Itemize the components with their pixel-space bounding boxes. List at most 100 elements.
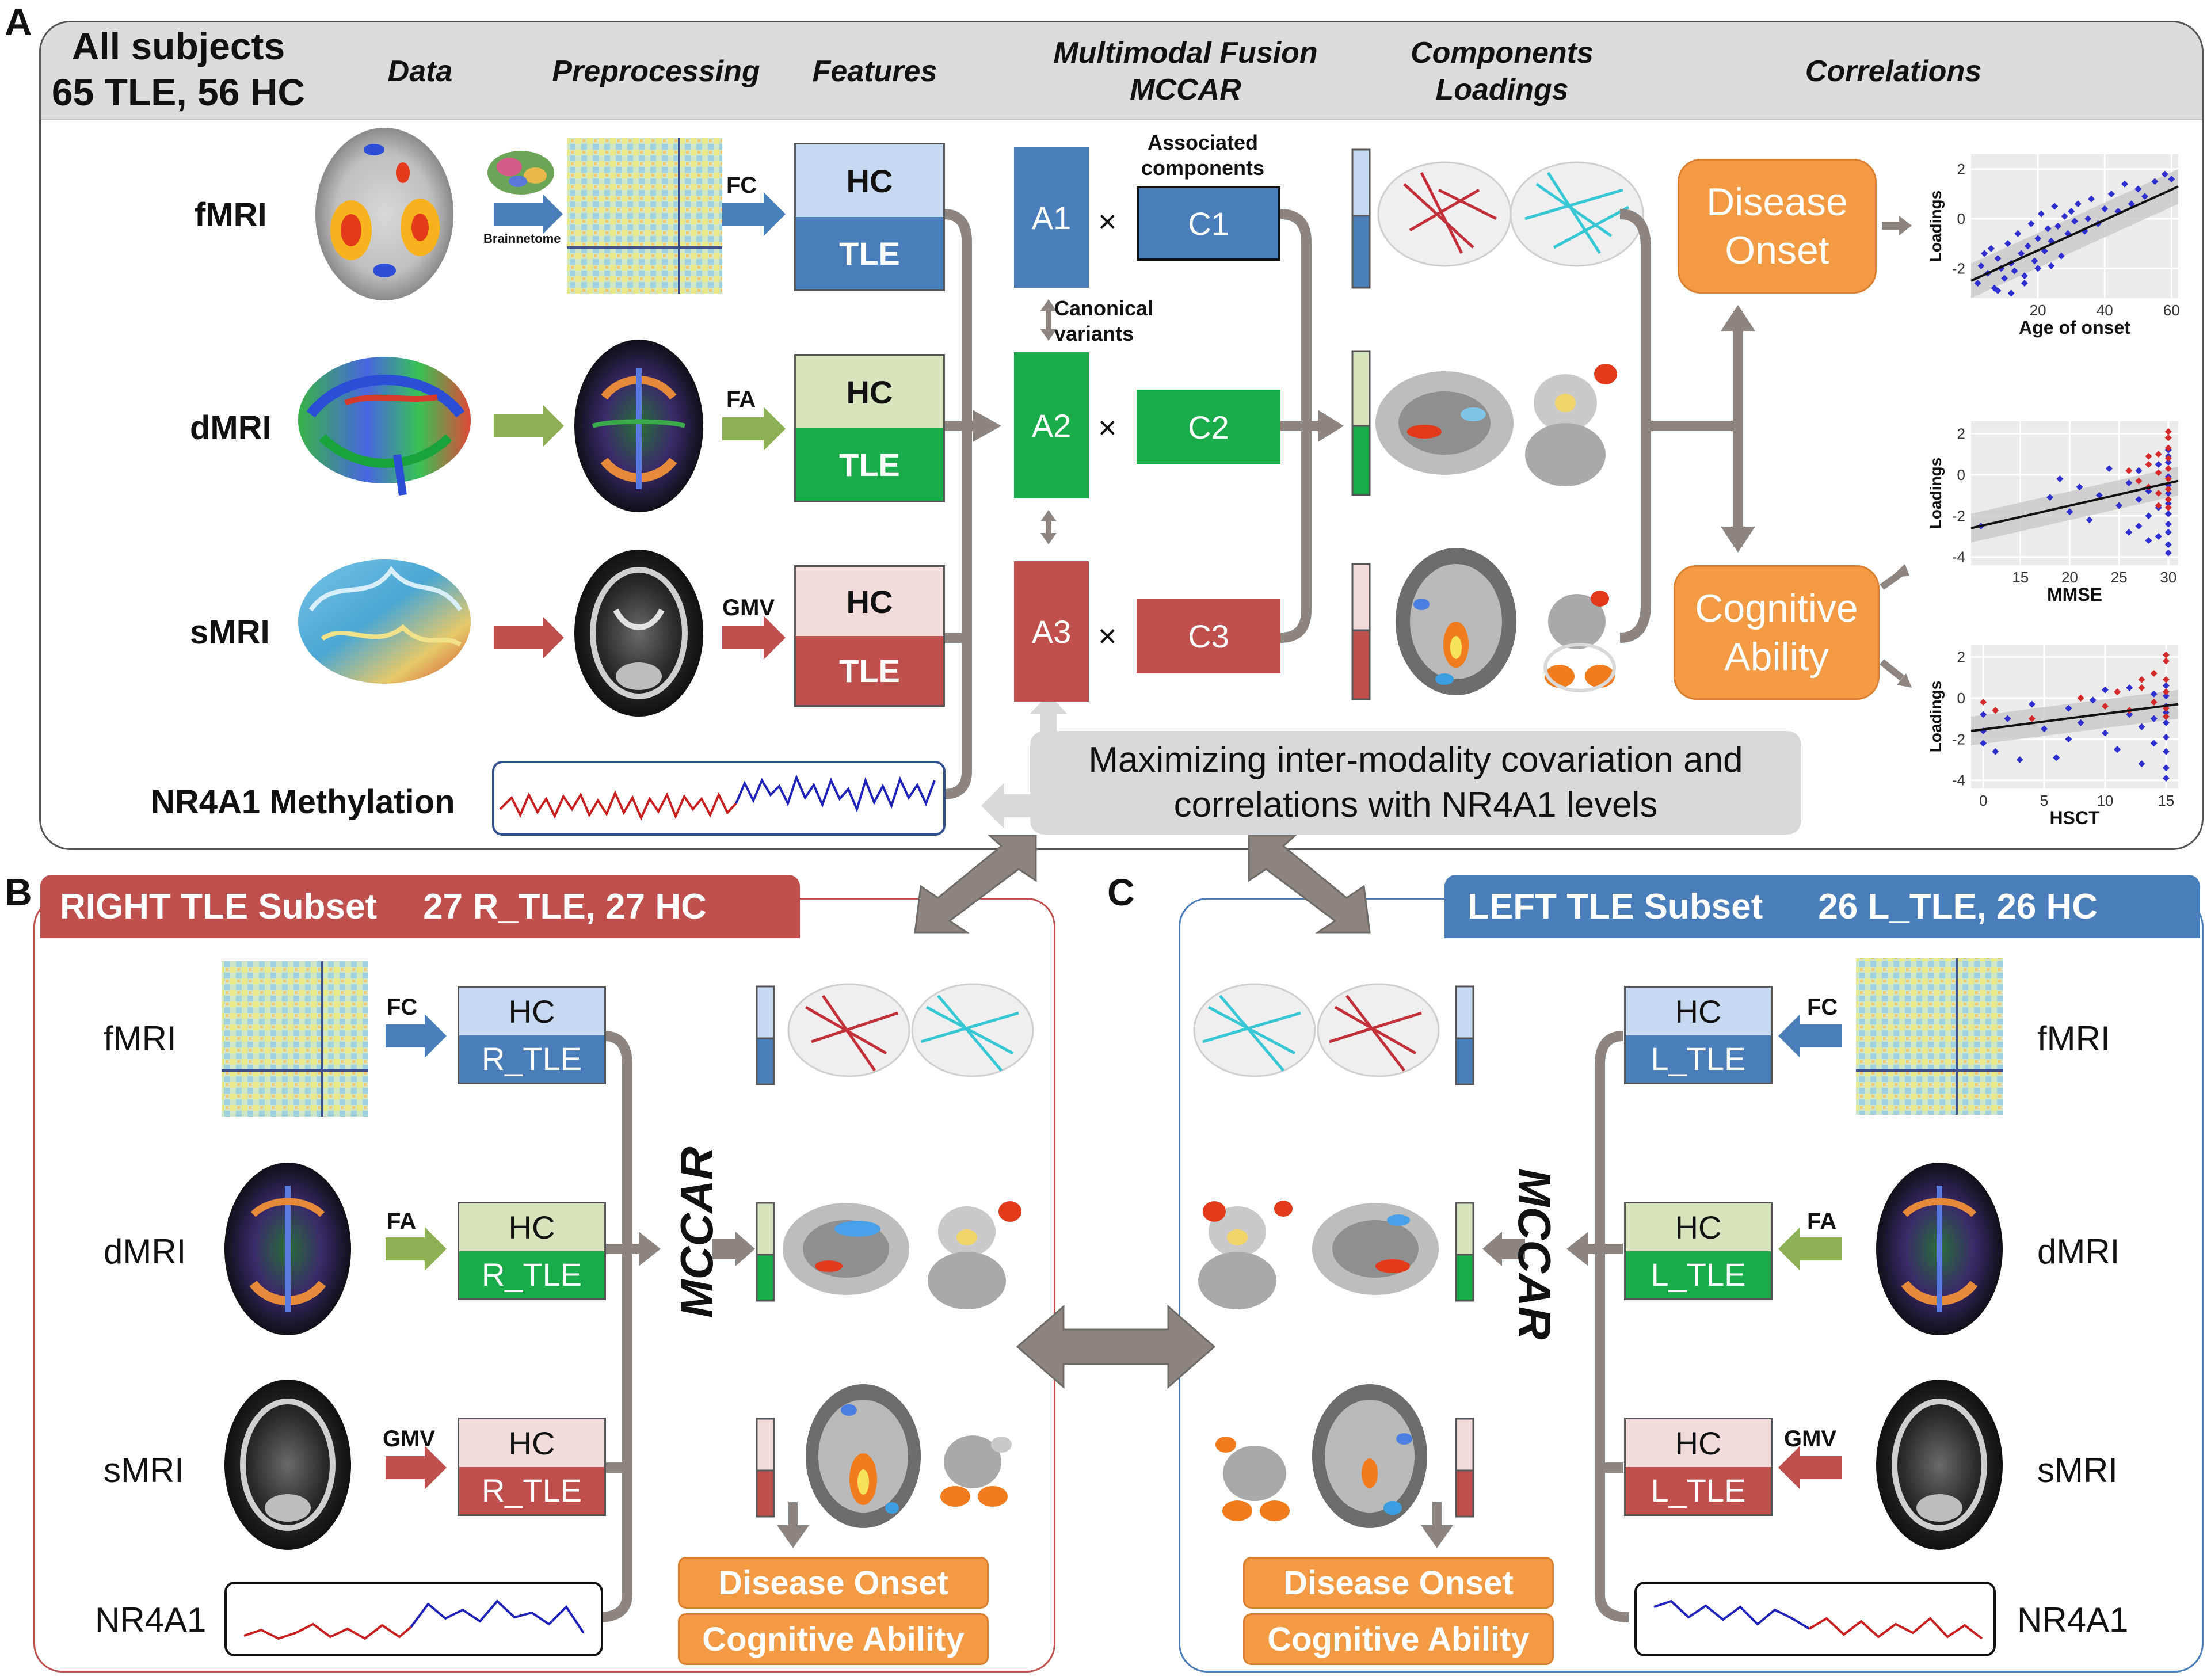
feature-hc-fmri: HC: [796, 144, 943, 217]
b-mccar-arrowhead-in: [639, 1232, 661, 1266]
x-axis-label: Age of onset: [2019, 317, 2130, 338]
data-point: [2135, 467, 2143, 474]
b-feature-tle-smri: R_TLE: [459, 1466, 604, 1514]
data-point: [2145, 452, 2152, 460]
modality-smri: sMRI: [190, 614, 270, 651]
data-point: [2164, 541, 2172, 548]
x-tick-label: 10: [2097, 792, 2113, 809]
data-point: [2135, 477, 2143, 485]
data-point: [2138, 684, 2145, 691]
data-point: [2164, 455, 2172, 462]
b-arrow-fc: [386, 1014, 447, 1058]
data-point: [2064, 230, 2072, 237]
c-arrow-label-fa: FA: [1807, 1209, 1837, 1234]
data-point: [2016, 756, 2023, 763]
trend-line: [1970, 703, 2179, 732]
data-point: [2164, 549, 2172, 557]
y-axis-label: Loadings: [1927, 191, 1945, 262]
b-modality-dmri: dMRI: [104, 1232, 186, 1271]
data-point: [1992, 748, 1999, 755]
c-gmv-component-brains: [1215, 1384, 1427, 1528]
header-fusion-line1: Multimodal Fusion: [1053, 36, 1318, 70]
double-arrow-a-b: [914, 835, 1037, 934]
b-feature-hc-dmri: HC: [459, 1203, 604, 1251]
data-point: [2150, 699, 2158, 706]
modality-dmri: dMRI: [190, 409, 272, 447]
b-feature-box-dmri: HC R_TLE: [458, 1202, 606, 1300]
data-point: [2065, 736, 2072, 743]
data-point: [2125, 467, 2133, 474]
b-gmv-component-brains: [806, 1384, 1012, 1528]
data-point: [2155, 533, 2162, 540]
up-arrowhead-onset: [1721, 305, 1755, 331]
data-point: [2057, 252, 2065, 260]
data-point: [2018, 250, 2025, 257]
data-point: [1980, 711, 1987, 718]
c-arrow-gmv: [1778, 1446, 1842, 1489]
data-point: [2138, 676, 2145, 683]
a2-box: A2: [1014, 352, 1089, 498]
feature-tle-dmri: TLE: [796, 428, 943, 501]
data-point: [2162, 676, 2170, 683]
subjects-line1: All subjects: [71, 25, 285, 67]
fusion-arrowhead: [973, 410, 1001, 442]
a1-box: A1: [1014, 147, 1089, 288]
data-point: [2034, 265, 2042, 272]
y-tick-label: 2: [1957, 648, 1965, 665]
feature-hc-smri: HC: [796, 567, 943, 636]
c-nr4a1-box: [1634, 1582, 1996, 1656]
b-feature-tle-dmri: R_TLE: [459, 1251, 604, 1298]
data-point: [2162, 688, 2170, 696]
data-point: [1977, 262, 1985, 269]
gmv-brain-a: [574, 550, 703, 717]
x-tick-label: 30: [2160, 569, 2176, 586]
panel-b-letter: B: [5, 871, 32, 913]
c-modality-fmri: fMRI: [2037, 1019, 2110, 1058]
data-point: [2164, 500, 2172, 507]
data-point: [2135, 523, 2143, 530]
data-point: [1992, 707, 1999, 714]
canonical-arrow-2: [1040, 510, 1057, 544]
times-1: ×: [1098, 203, 1117, 239]
gmv-brain-c: [1876, 1380, 2003, 1550]
maximizing-box: Maximizing inter-modality covariation an…: [1030, 731, 1801, 835]
y-tick-label: 0: [1957, 689, 1965, 707]
data-point: [2126, 684, 2133, 691]
y-tick-label: -2: [1952, 507, 1965, 524]
data-point: [2054, 223, 2061, 230]
data-point: [2053, 754, 2060, 761]
c-nr4a1-series: [1653, 1599, 1983, 1640]
c-feature-box-smri: HC L_TLE: [1624, 1418, 1773, 1516]
data-point: [2155, 502, 2162, 509]
data-point: [2135, 496, 2143, 503]
cognitive-line2: Ability: [1724, 635, 1829, 679]
fc-network-brains-a: [1377, 161, 1644, 267]
methylation-label: NR4A1 Methylation: [151, 783, 455, 821]
header-components-line1: Components: [1411, 36, 1594, 70]
maximizing-line2: correlations with NR4A1 levels: [1173, 785, 1658, 825]
data-point: [2150, 715, 2158, 722]
loading-bar-dmri-a: [1351, 350, 1371, 496]
c1-box: C1: [1137, 186, 1280, 261]
data-point: [2164, 465, 2172, 473]
data-point: [2141, 193, 2148, 200]
data-point: [2077, 719, 2084, 726]
data-point: [2028, 700, 2036, 708]
b-feature-box-fmri: HC R_TLE: [458, 986, 606, 1084]
data-point: [2028, 715, 2036, 722]
fmri-activation-brain: [315, 128, 453, 300]
data-point: [2138, 760, 2145, 768]
data-point: [2001, 275, 2008, 282]
c-modality-dmri: dMRI: [2037, 1232, 2120, 1271]
b-nr4a1-series: [243, 1599, 585, 1640]
feature-arrow-fc: [722, 192, 786, 236]
data-point: [1994, 255, 2002, 262]
trend-line: [1970, 185, 2179, 282]
data-point: [2021, 272, 2028, 280]
gmv-brain-b: [224, 1380, 351, 1550]
header-correlations: Correlations: [1805, 55, 1982, 88]
y-tick-label: 2: [1957, 425, 1965, 442]
data-point: [2056, 475, 2064, 482]
data-point: [2031, 257, 2038, 265]
data-point: [1991, 284, 1998, 292]
